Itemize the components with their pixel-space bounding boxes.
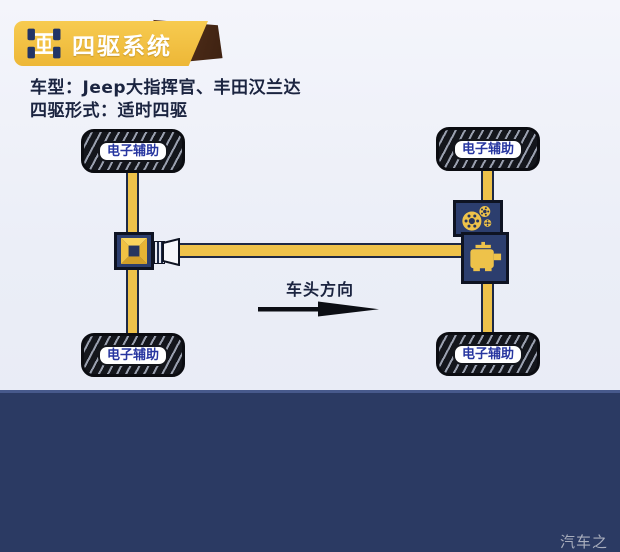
front-direction-arrow-icon (258, 300, 380, 322)
open-differential-icon (121, 238, 147, 264)
awd-chassis-icon (25, 27, 63, 60)
watermark: 汽车之家 (560, 533, 609, 551)
legend-panel: 开放式差速器 多片离合器式 限滑差速器 (0, 390, 620, 552)
engine-icon (466, 240, 504, 276)
page-title: 四驱系统 (72, 33, 172, 60)
title-banner: 四驱系统 (14, 21, 208, 66)
gearbox-icon (458, 204, 498, 234)
tire-top-right: 电子辅助 (436, 127, 540, 171)
driveshaft (170, 243, 464, 258)
front-differential-box (114, 232, 154, 270)
tire-bottom-left: 电子辅助 (81, 333, 185, 377)
engine-box (461, 232, 509, 284)
tire-label: 电子辅助 (452, 138, 523, 160)
tire-label: 电子辅助 (97, 140, 168, 162)
driveshaft-cone (162, 237, 180, 270)
tire-bottom-right: 电子辅助 (436, 332, 540, 376)
tire-label: 电子辅助 (97, 344, 168, 366)
tire-label: 电子辅助 (452, 343, 523, 365)
drivetrain-type-text: 四驱形式：适时四驱 (30, 101, 188, 121)
vehicle-models-text: 车型：Jeep大指挥官、丰田汉兰达 (30, 78, 302, 98)
tire-top-left: 电子辅助 (81, 129, 185, 173)
front-direction-label: 车头方向 (285, 280, 354, 299)
